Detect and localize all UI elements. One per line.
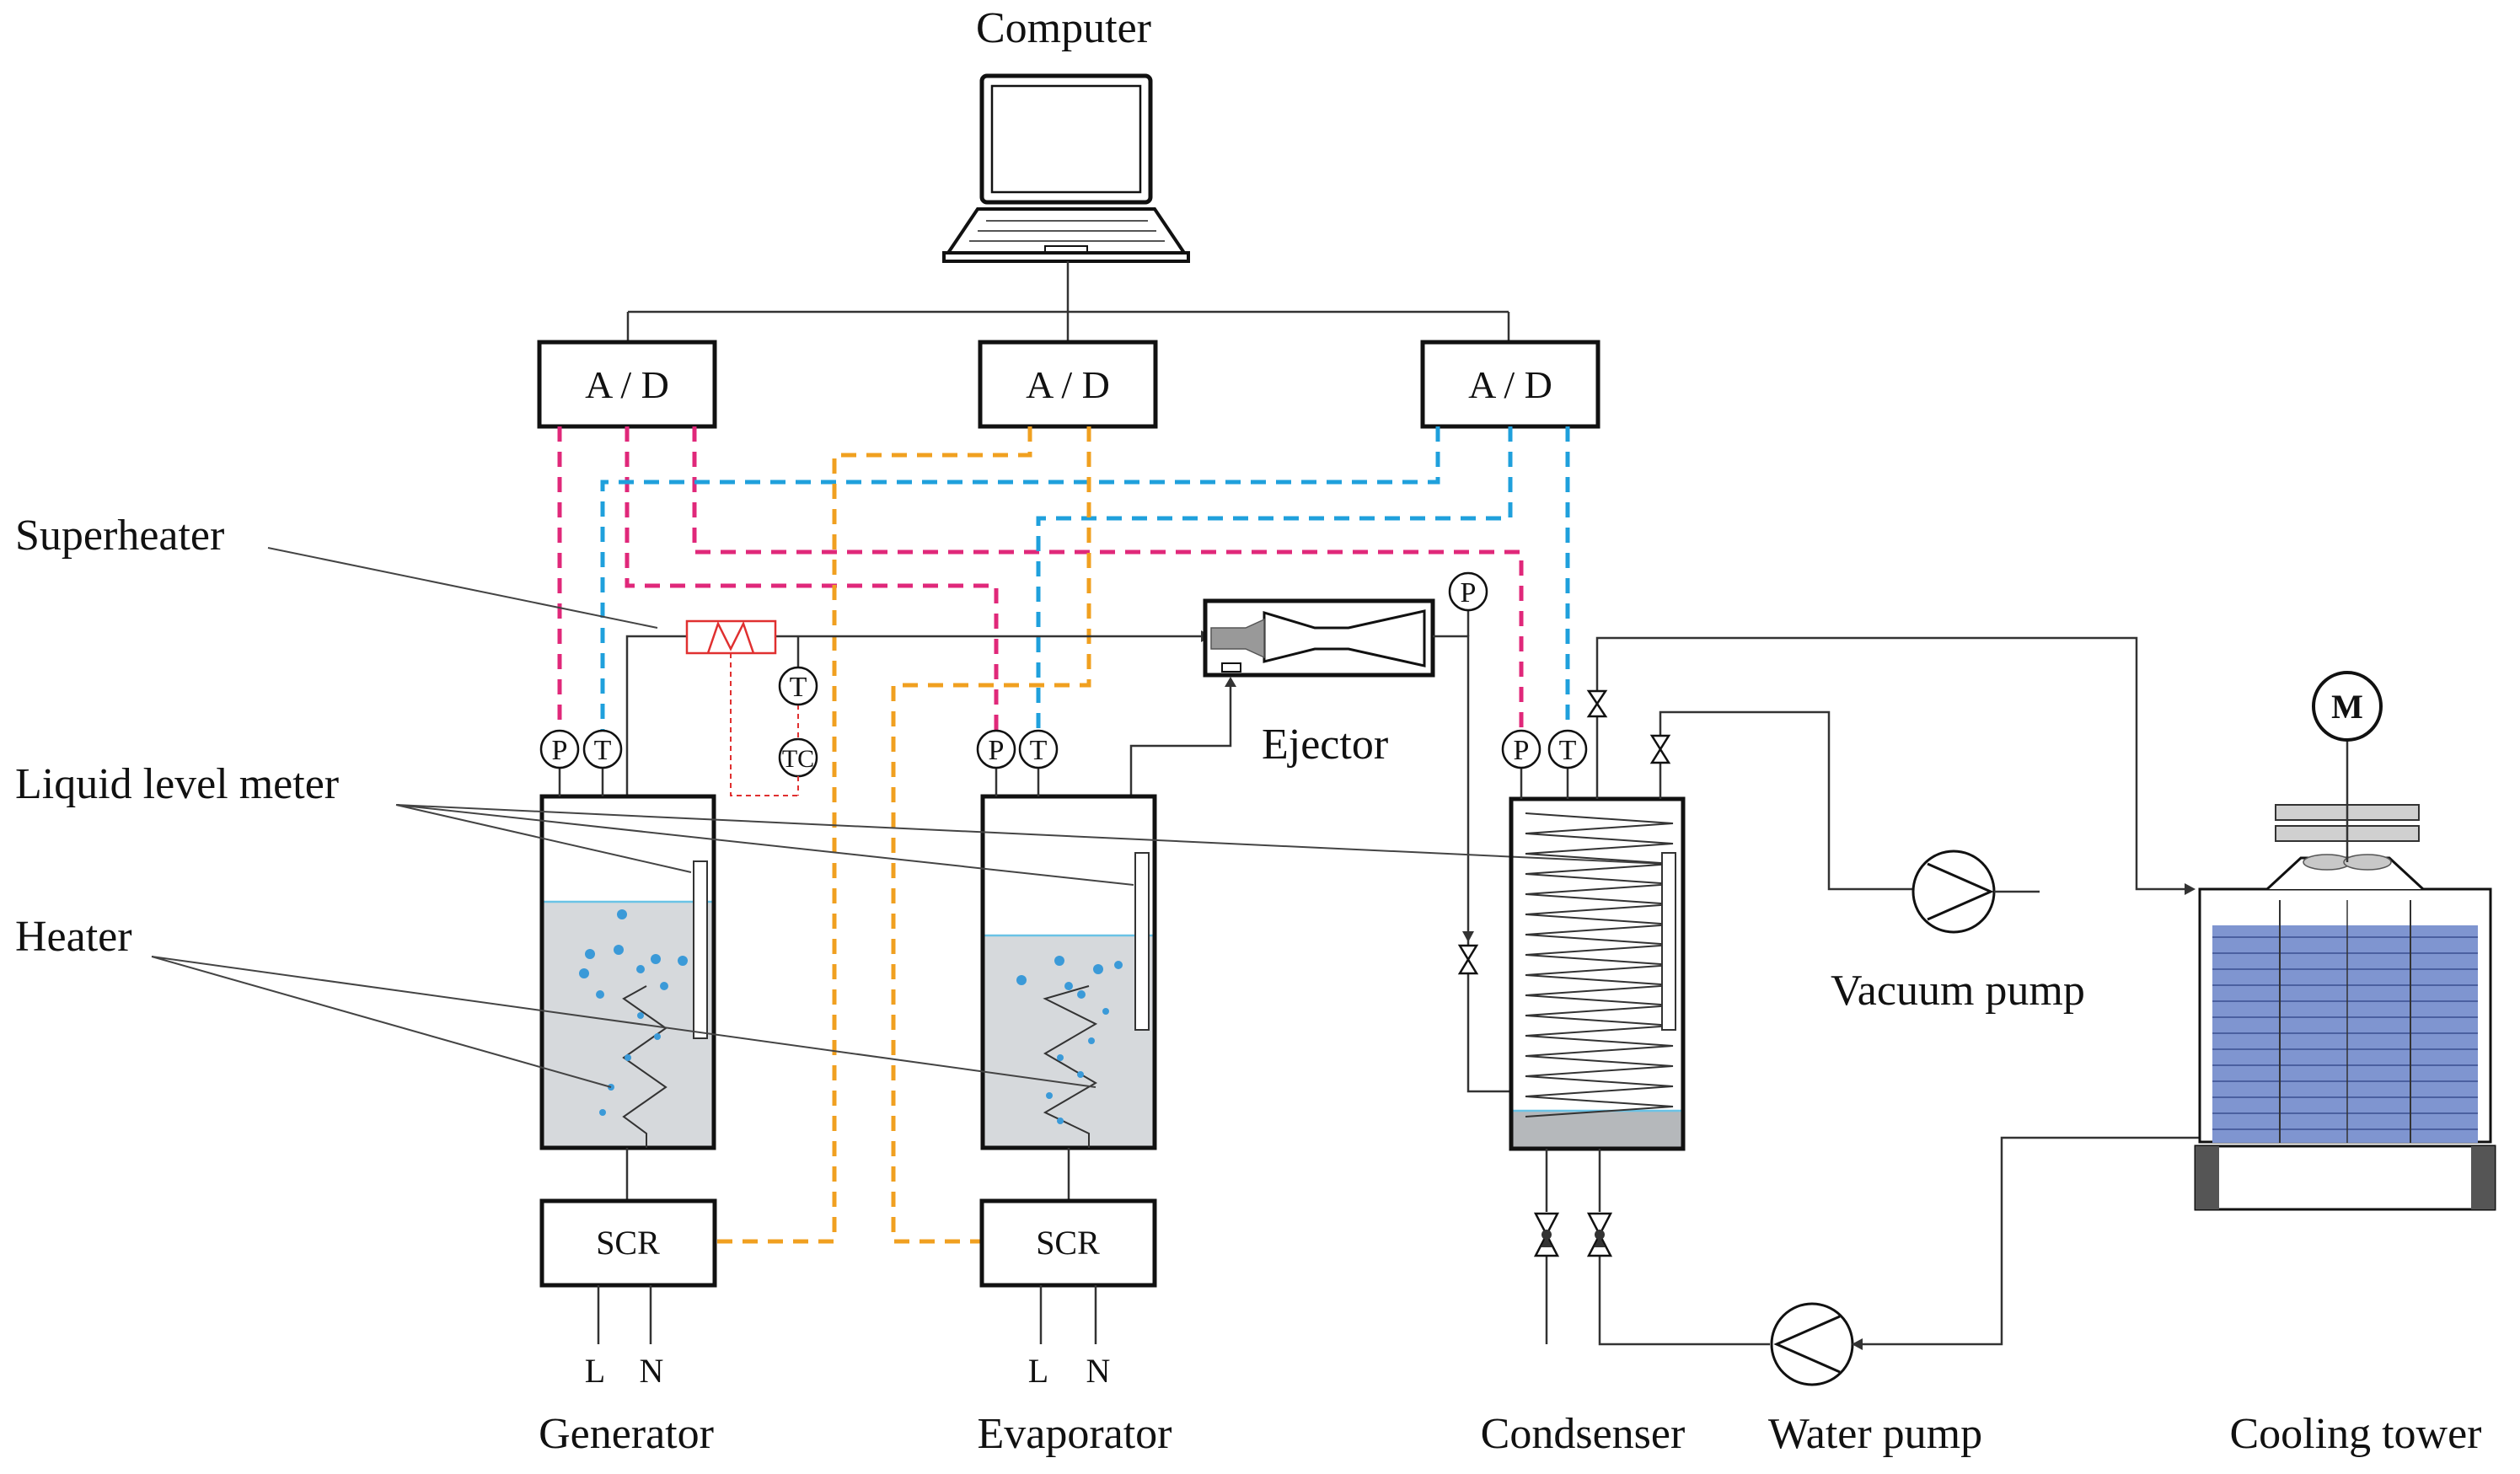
ejector-pressure-sensor: P [1448, 571, 1488, 612]
pressure-wire-condenser [692, 426, 1524, 732]
vacuum-pump-icon [1911, 850, 1996, 934]
ad-right-label: A / D [1468, 363, 1552, 406]
generator-level-meter [693, 860, 708, 1039]
control-wire-generator-scr [715, 426, 1032, 1244]
pressure-wire-evaporator [625, 426, 999, 732]
ejector-label: Ejector [1262, 721, 1388, 769]
generator-label: Generator [539, 1410, 714, 1458]
water-supply-line [1852, 1136, 2225, 1346]
generator-pressure-sensor: P [539, 729, 580, 769]
condenser-label: Condsenser [1481, 1410, 1686, 1458]
svg-text:P: P [1514, 735, 1530, 766]
svg-text:P: P [1461, 577, 1477, 608]
generator-live-label: L [585, 1352, 605, 1390]
return-valve-icon [1586, 689, 1608, 718]
generator-sensor-taps [558, 769, 604, 796]
superheater-control-wire [730, 653, 798, 796]
generator-neutral-label: N [640, 1352, 664, 1390]
evaporator-vessel [980, 794, 1157, 1150]
computer-icon [942, 73, 1190, 263]
evaporator-heater-coil [1043, 985, 1098, 1148]
evaporator-live-label: L [1028, 1352, 1048, 1390]
svg-text:T: T [1030, 735, 1048, 766]
discharge-valve-icon [1457, 944, 1479, 975]
svg-text:T: T [790, 672, 807, 703]
superheater-temperature-sensor: T [778, 666, 818, 706]
ad-converter-left [537, 340, 717, 429]
svg-text:T: T [594, 735, 612, 766]
control-wire-evaporator-scr [891, 426, 1091, 1244]
condenser-sensor-taps [1520, 769, 1569, 799]
condenser-pressure-sensor: P [1501, 729, 1541, 769]
superheater-leader [267, 547, 658, 629]
generator-bubbles [579, 909, 688, 1116]
ejector-discharge-line [1433, 635, 1511, 1093]
generator-heater-coil [622, 985, 668, 1148]
evaporator-sensor-taps [995, 769, 1040, 796]
water-pump-icon [1770, 1302, 1854, 1386]
evaporator-level-meter [1134, 852, 1150, 1031]
vacuum-valve-icon [1649, 734, 1671, 764]
ad-converter-middle [978, 340, 1158, 429]
level-meter-leaders [395, 804, 1665, 886]
evaporator-label: Evaporator [977, 1410, 1172, 1458]
generator-vessel [539, 794, 716, 1150]
cooling-tower-icon [2194, 671, 2496, 1211]
temperature-controller: TC [778, 737, 818, 778]
motor-label: M [2331, 688, 2363, 726]
svg-text:P: P [989, 735, 1005, 766]
generator-power-leads [597, 1285, 652, 1344]
vacuum-line [1659, 710, 1913, 891]
condenser-vessel [1509, 796, 1686, 1151]
ad-converter-right [1420, 340, 1600, 429]
ejector-icon [1203, 598, 1435, 678]
evaporator-power-leads [1039, 1285, 1097, 1344]
cooling-tower-label: Cooling tower [2230, 1410, 2482, 1458]
inlet-valve-icon [1586, 1212, 1613, 1257]
data-bus [626, 261, 1510, 342]
liquid-level-meter-label: Liquid level meter [15, 760, 339, 808]
superheater-icon [685, 619, 777, 655]
svg-text:P: P [552, 735, 568, 766]
evaporator-pressure-sensor: P [976, 729, 1016, 769]
ad-middle-label: A / D [1026, 363, 1110, 406]
cooling-water-return-line [1595, 636, 2191, 891]
water-pump-label: Water pump [1768, 1410, 1982, 1458]
vacuum-pump-label: Vacuum pump [1831, 967, 2085, 1015]
suction-line [1129, 681, 1232, 796]
scr-evaporator-label: SCR [1036, 1224, 1100, 1262]
heater-label: Heater [15, 913, 132, 961]
ad-left-label: A / D [585, 363, 669, 406]
scr-generator [539, 1198, 717, 1288]
evaporator-temperature-sensor: T [1018, 729, 1059, 769]
heater-leaders [151, 956, 1096, 1088]
generator-temperature-sensor: T [582, 729, 623, 769]
superheater-label: Superheater [15, 512, 224, 560]
scr-evaporator [979, 1198, 1157, 1288]
temperature-wire-generator [600, 426, 1440, 732]
computer-label: Computer [976, 4, 1151, 52]
svg-text:T: T [1559, 735, 1577, 766]
condenser-temperature-sensor: T [1547, 729, 1588, 769]
scr-generator-label: SCR [596, 1224, 660, 1262]
temperature-wire-evaporator [1036, 426, 1513, 732]
condenser-level-meter [1661, 852, 1676, 1031]
svg-text:TC: TC [782, 745, 814, 773]
evaporator-neutral-label: N [1086, 1352, 1111, 1390]
condensate-valve-icon [1533, 1212, 1560, 1257]
vapor-line-generator-out [625, 635, 687, 796]
evaporator-bubbles [1016, 956, 1123, 1124]
cooling-water-inlet-line [1598, 1149, 1770, 1346]
